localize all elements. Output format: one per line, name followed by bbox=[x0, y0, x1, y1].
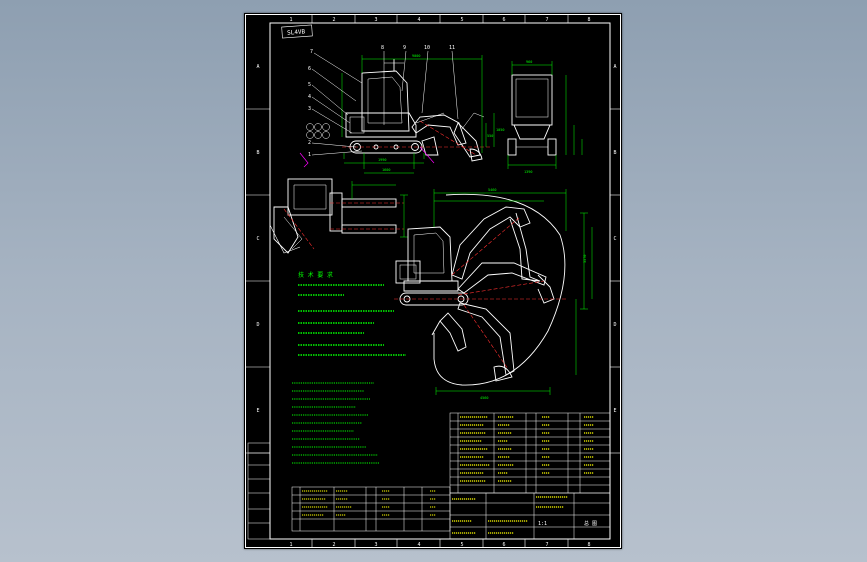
bottom-parts-text bbox=[302, 490, 436, 516]
revision-strip bbox=[247, 442, 271, 540]
side-view-dim-text: 9000 1990 1600 550 1050 bbox=[378, 54, 504, 172]
excavator-assembly-drawing: 1 2 3 4 5 6 7 8 1 2 3 4 5 6 7 8 A B C D … bbox=[245, 14, 621, 548]
zone-ticks bbox=[245, 14, 621, 548]
balloon-9: 9 bbox=[403, 45, 406, 51]
notes-lines-small bbox=[292, 382, 380, 464]
zone-number: 1 bbox=[289, 17, 292, 23]
zone-numbers: 1 2 3 4 5 6 7 8 1 2 3 4 5 6 7 8 bbox=[289, 17, 590, 548]
front-view-dim-text: 960 1390 bbox=[524, 60, 532, 174]
zone-number: 6 bbox=[502, 542, 505, 548]
zone-number: 4 bbox=[417, 17, 420, 23]
zone-number: 5 bbox=[460, 17, 463, 23]
cad-viewport[interactable]: 1 2 3 4 5 6 7 8 1 2 3 4 5 6 7 8 A B C D … bbox=[244, 13, 622, 549]
zone-letter: E bbox=[613, 408, 616, 414]
title-block bbox=[449, 492, 611, 540]
side-view-dimensions bbox=[341, 55, 495, 174]
zone-number: 8 bbox=[587, 542, 590, 548]
balloon-4: 4 bbox=[308, 94, 311, 100]
scale-value: 1:1 bbox=[538, 521, 547, 527]
svg-text:1390: 1390 bbox=[524, 170, 532, 174]
title-block-fill bbox=[452, 496, 568, 534]
front-view bbox=[507, 74, 557, 156]
svg-text:1600: 1600 bbox=[382, 168, 390, 172]
drawing-number-box bbox=[281, 24, 313, 39]
svg-text:9000: 9000 bbox=[412, 54, 420, 58]
svg-text:1050: 1050 bbox=[496, 128, 504, 132]
notes-lines bbox=[298, 284, 406, 356]
drawing-number: SL4VB bbox=[287, 28, 306, 36]
zone-letters: A B C D E A B C D E bbox=[256, 64, 616, 414]
zone-letter: C bbox=[613, 236, 616, 242]
balloon-2: 2 bbox=[308, 140, 311, 146]
working-range-centerlines bbox=[394, 216, 566, 370]
zone-letter: A bbox=[256, 64, 259, 70]
zone-letter: D bbox=[613, 322, 616, 328]
zone-letter: A bbox=[613, 64, 616, 70]
bottom-parts-table bbox=[291, 486, 451, 532]
side-view bbox=[345, 59, 485, 162]
zone-number: 6 bbox=[502, 17, 505, 23]
part-balloons-top bbox=[383, 50, 459, 120]
front-view-dimensions bbox=[507, 61, 583, 169]
title-block-text: 1:1 总 图 bbox=[538, 520, 597, 527]
plan-view-dimensions bbox=[351, 181, 408, 238]
working-range-dimensions bbox=[433, 189, 593, 395]
notes-title: 技 术 要 求 bbox=[298, 271, 333, 279]
balloon-10: 10 bbox=[424, 45, 430, 51]
balloon-1: 1 bbox=[308, 152, 311, 158]
balloon-5: 5 bbox=[308, 82, 311, 88]
zone-number: 3 bbox=[374, 542, 377, 548]
svg-text:5460: 5460 bbox=[488, 188, 496, 192]
parts-list-text bbox=[460, 416, 594, 482]
balloon-numbers-top: 8 9 10 11 bbox=[381, 45, 455, 51]
plan-view-centerlines bbox=[283, 202, 404, 250]
svg-text:550: 550 bbox=[487, 134, 493, 138]
svg-text:4560: 4560 bbox=[480, 396, 488, 400]
balloon-numbers-left: 7 6 5 4 3 2 1 bbox=[308, 49, 313, 158]
balloon-7: 7 bbox=[310, 49, 313, 55]
side-view-centerlines bbox=[342, 120, 490, 156]
zone-letter: B bbox=[256, 150, 259, 156]
zone-number: 3 bbox=[374, 17, 377, 23]
balloon-11: 11 bbox=[449, 45, 455, 51]
zone-number: 8 bbox=[587, 17, 590, 23]
svg-text:960: 960 bbox=[526, 60, 532, 64]
zone-number: 2 bbox=[332, 542, 335, 548]
zone-letter: E bbox=[256, 408, 259, 414]
zone-letter: B bbox=[613, 150, 616, 156]
sheet-label: 总 图 bbox=[584, 520, 597, 527]
balloon-6: 6 bbox=[308, 66, 311, 72]
svg-text:1990: 1990 bbox=[378, 158, 386, 162]
zone-number: 7 bbox=[545, 542, 548, 548]
parts-list bbox=[449, 412, 611, 494]
technical-notes: 技 术 要 求 bbox=[298, 271, 333, 279]
svg-text:3570: 3570 bbox=[583, 255, 587, 263]
zone-number: 7 bbox=[545, 17, 548, 23]
balloon-3: 3 bbox=[308, 106, 311, 112]
zone-letter: D bbox=[256, 322, 259, 328]
zone-number: 4 bbox=[417, 542, 420, 548]
working-range-dim-text: 5460 3570 4560 bbox=[480, 188, 587, 400]
balloon-8: 8 bbox=[381, 45, 384, 51]
zone-letter: C bbox=[256, 236, 259, 242]
zone-number: 5 bbox=[460, 542, 463, 548]
working-range-view bbox=[395, 193, 566, 386]
section-marks bbox=[299, 146, 435, 168]
zone-number: 2 bbox=[332, 17, 335, 23]
zone-number: 1 bbox=[289, 542, 292, 548]
part-balloons-left bbox=[306, 52, 363, 156]
